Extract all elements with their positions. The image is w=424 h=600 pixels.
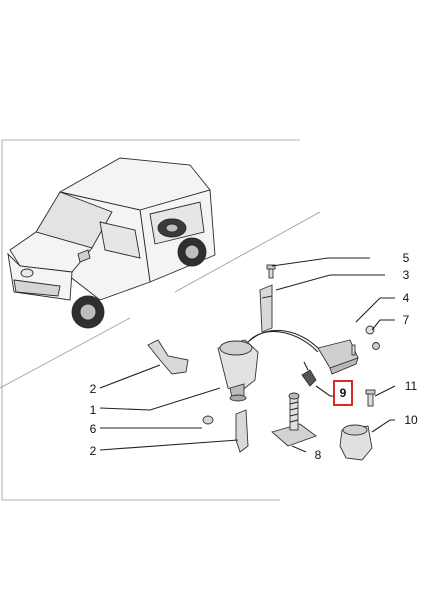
label-2-lower: 2 (90, 444, 97, 458)
label-11: 11 (405, 379, 418, 393)
label-8: 8 (315, 448, 322, 462)
cable (247, 329, 321, 351)
label-5: 5 (403, 251, 410, 265)
part-compressor-1 (217, 339, 259, 402)
van-illustration (7, 157, 216, 329)
frame-lines (0, 139, 321, 501)
part-bolt-5 (266, 264, 276, 279)
label-9: 9 (340, 386, 347, 400)
highlight-box-9 (333, 380, 353, 406)
part-module-4 (317, 339, 359, 375)
label-7: 7 (403, 313, 410, 327)
part-bracket-2-upper (147, 339, 189, 375)
label-6: 6 (90, 422, 97, 436)
leader-lines (99, 257, 396, 453)
label-2-upper: 2 (90, 382, 97, 396)
label-4: 4 (403, 291, 410, 305)
label-1: 1 (90, 403, 97, 417)
part-labels: 5 3 4 7 2 1 9 11 6 10 2 8 (90, 251, 418, 462)
label-3: 3 (403, 268, 410, 282)
part-washer-6 (202, 415, 214, 425)
part-bolt-11 (365, 389, 376, 407)
part-spindle-8 (271, 392, 317, 447)
part-wheel-nut-10 (339, 424, 373, 461)
cable-inner (249, 331, 319, 353)
label-10: 10 (404, 413, 418, 427)
part-bracket-3 (259, 284, 273, 333)
part-sensor-9 (301, 361, 317, 387)
part-bracket-2-lower (235, 409, 249, 453)
part-nut-7 (351, 325, 380, 356)
